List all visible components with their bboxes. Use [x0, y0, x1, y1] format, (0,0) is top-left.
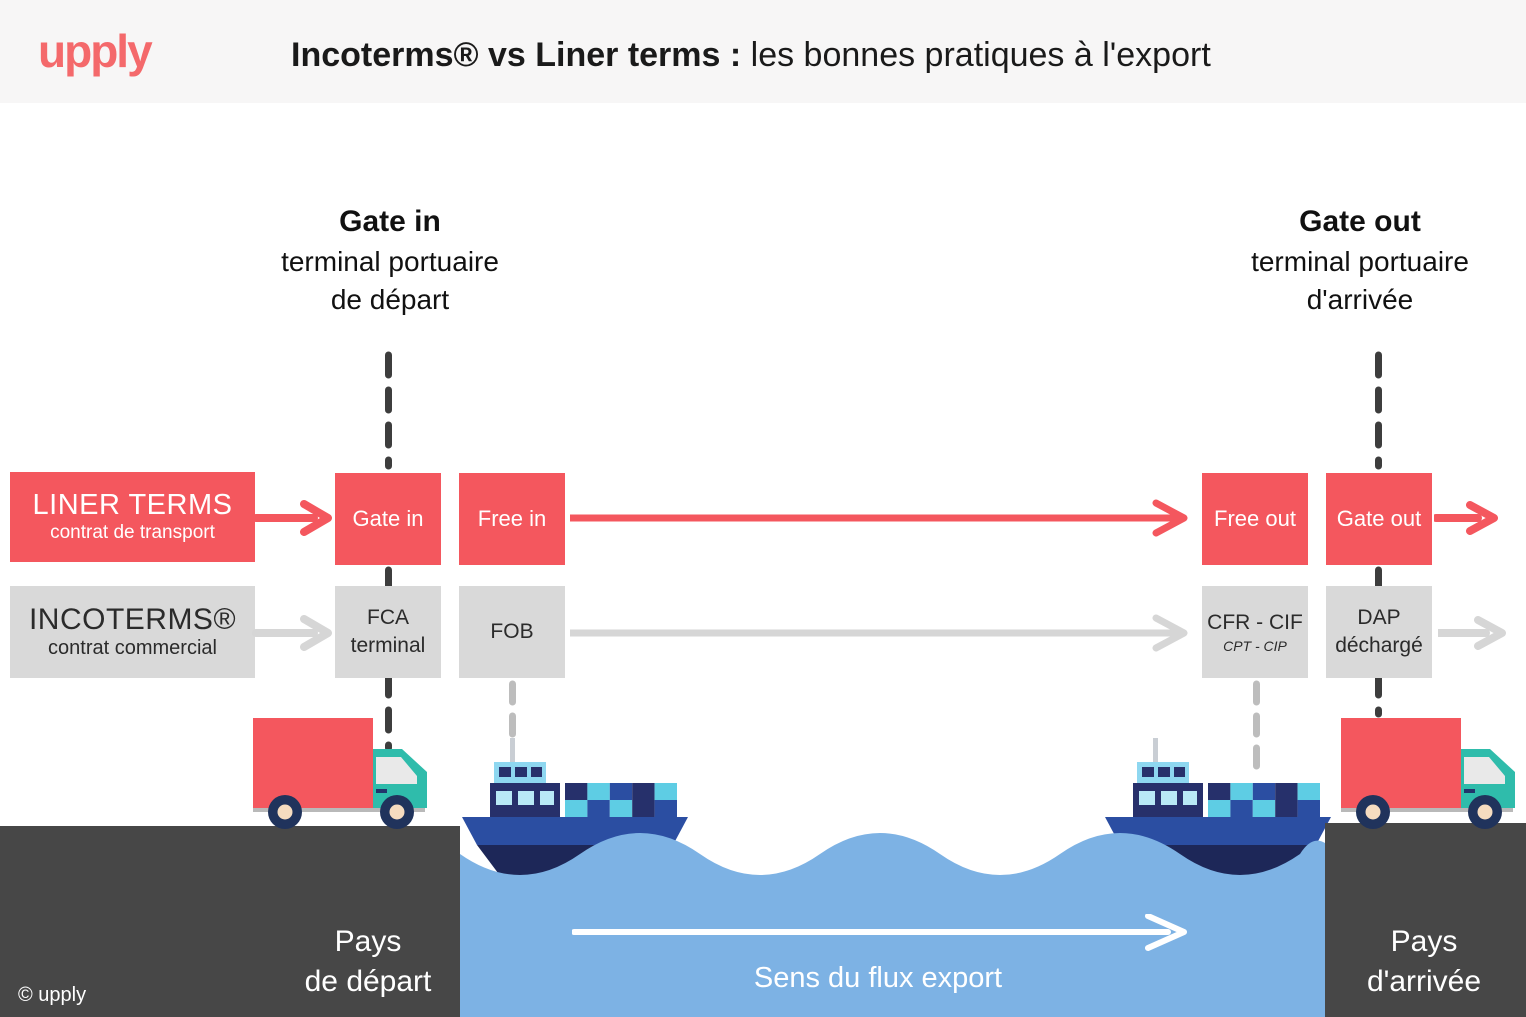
truck-icon [250, 712, 432, 830]
fob-dashed-line [509, 680, 516, 740]
liner-terms-box: LINER TERMS contrat de transport [10, 472, 255, 562]
page-title: Incoterms® vs Liner terms : les bonnes p… [291, 36, 1211, 75]
departure-country-land [0, 826, 460, 1017]
liner-step-free-out: Free out [1202, 473, 1308, 565]
incoterms-subtitle: contrat commercial [48, 637, 217, 659]
liner-step-label: Free out [1214, 506, 1296, 531]
incoterm-label: FOB [490, 620, 534, 643]
liner-step-gate-in: Gate in [335, 473, 441, 565]
page-title-rest: les bonnes pratiques à l'export [741, 36, 1211, 74]
liner-step-label: Gate in [352, 506, 424, 531]
incoterm-step-dap: DAP déchargé [1326, 586, 1432, 678]
upply-logo: upply [38, 25, 153, 77]
gate-out-title: Gate out [1299, 205, 1421, 238]
gate-out-terminal-label: Gate out terminal portuaire d'arrivée [1200, 205, 1520, 319]
departure-country-line2: de départ [304, 965, 432, 998]
arrow-right-icon-red [252, 500, 332, 536]
gate-in-dashed-line-top [385, 351, 392, 470]
incoterm-label: DAP [1357, 606, 1401, 629]
truck-icon [1338, 712, 1520, 830]
incoterm-label: FCA [367, 606, 409, 629]
gate-in-title: Gate in [339, 205, 441, 238]
arrival-country-label: Pays d'arrivée [1324, 922, 1524, 1002]
incoterm-step-cfr-cif: CFR - CIF CPT - CIP [1202, 586, 1308, 678]
page-title-bold: Incoterms® vs Liner terms : [291, 36, 742, 74]
arrow-right-icon-red-long [570, 499, 1188, 537]
liner-terms-subtitle: contrat de transport [50, 522, 215, 543]
arrow-right-icon-gray [252, 615, 332, 651]
arrival-country-land [1325, 823, 1526, 1017]
cfr-dashed-line [1253, 680, 1260, 782]
liner-step-label: Gate out [1336, 506, 1422, 531]
departure-country-label: Pays de départ [268, 922, 468, 1002]
arrow-right-icon-gray-end [1438, 616, 1506, 650]
gate-out-line2: d'arrivée [1306, 284, 1414, 315]
liner-terms-title: LINER TERMS [32, 489, 233, 521]
header-bar: upply Incoterms® vs Liner terms : les bo… [0, 0, 1526, 103]
arrival-country-line2: d'arrivée [1366, 965, 1482, 998]
incoterm-label-line2: déchargé [1335, 634, 1423, 657]
arrow-right-icon-white [572, 914, 1187, 951]
liner-step-free-in: Free in [459, 473, 565, 565]
incoterm-label: CFR - CIF [1207, 611, 1303, 634]
liner-step-gate-out: Gate out [1326, 473, 1432, 565]
export-flow-label: Sens du flux export [753, 962, 1003, 994]
incoterm-step-fca: FCA terminal [335, 586, 441, 678]
sea-water [460, 833, 1325, 1017]
gate-out-dashed-line-top [1375, 351, 1382, 470]
gate-in-line1: terminal portuaire [281, 246, 499, 277]
arrow-right-icon-red-end [1434, 501, 1498, 535]
liner-step-label: Free in [477, 506, 547, 531]
gate-in-line2: de départ [330, 284, 450, 315]
incoterm-label-line2: terminal [350, 634, 426, 657]
incoterm-label-line2: CPT - CIP [1223, 638, 1287, 654]
incoterms-box: INCOTERMS® contrat commercial [10, 586, 255, 678]
departure-country-line1: Pays [334, 925, 402, 958]
copyright-label: © upply [18, 984, 87, 1006]
arrival-country-line1: Pays [1390, 925, 1458, 958]
incoterm-step-fob: FOB [459, 586, 565, 678]
arrow-right-icon-gray-long [570, 614, 1188, 652]
gate-in-terminal-label: Gate in terminal portuaire de départ [230, 205, 550, 319]
incoterms-title: INCOTERMS® [28, 603, 237, 636]
gate-out-line1: terminal portuaire [1251, 246, 1469, 277]
